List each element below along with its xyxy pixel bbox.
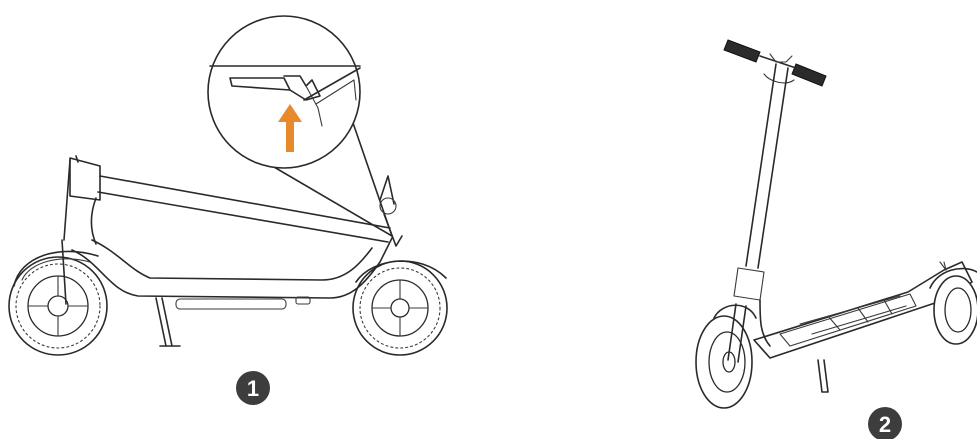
folded-stem-1 <box>62 156 402 304</box>
latch-callout-magnifier <box>208 16 392 236</box>
step-number-1: 1 <box>247 376 259 401</box>
rear-wheel-1 <box>9 257 107 355</box>
step-number-2: 2 <box>879 412 891 437</box>
step-badge-1: 1 <box>236 371 270 405</box>
step-2-illustration: 2 <box>696 40 977 439</box>
front-wheel-1 <box>353 261 447 355</box>
front-wheel-2 <box>696 304 756 408</box>
step-1-illustration: 1 <box>9 16 447 405</box>
handlebar-2 <box>724 40 826 86</box>
step-badge-2: 2 <box>868 407 902 439</box>
